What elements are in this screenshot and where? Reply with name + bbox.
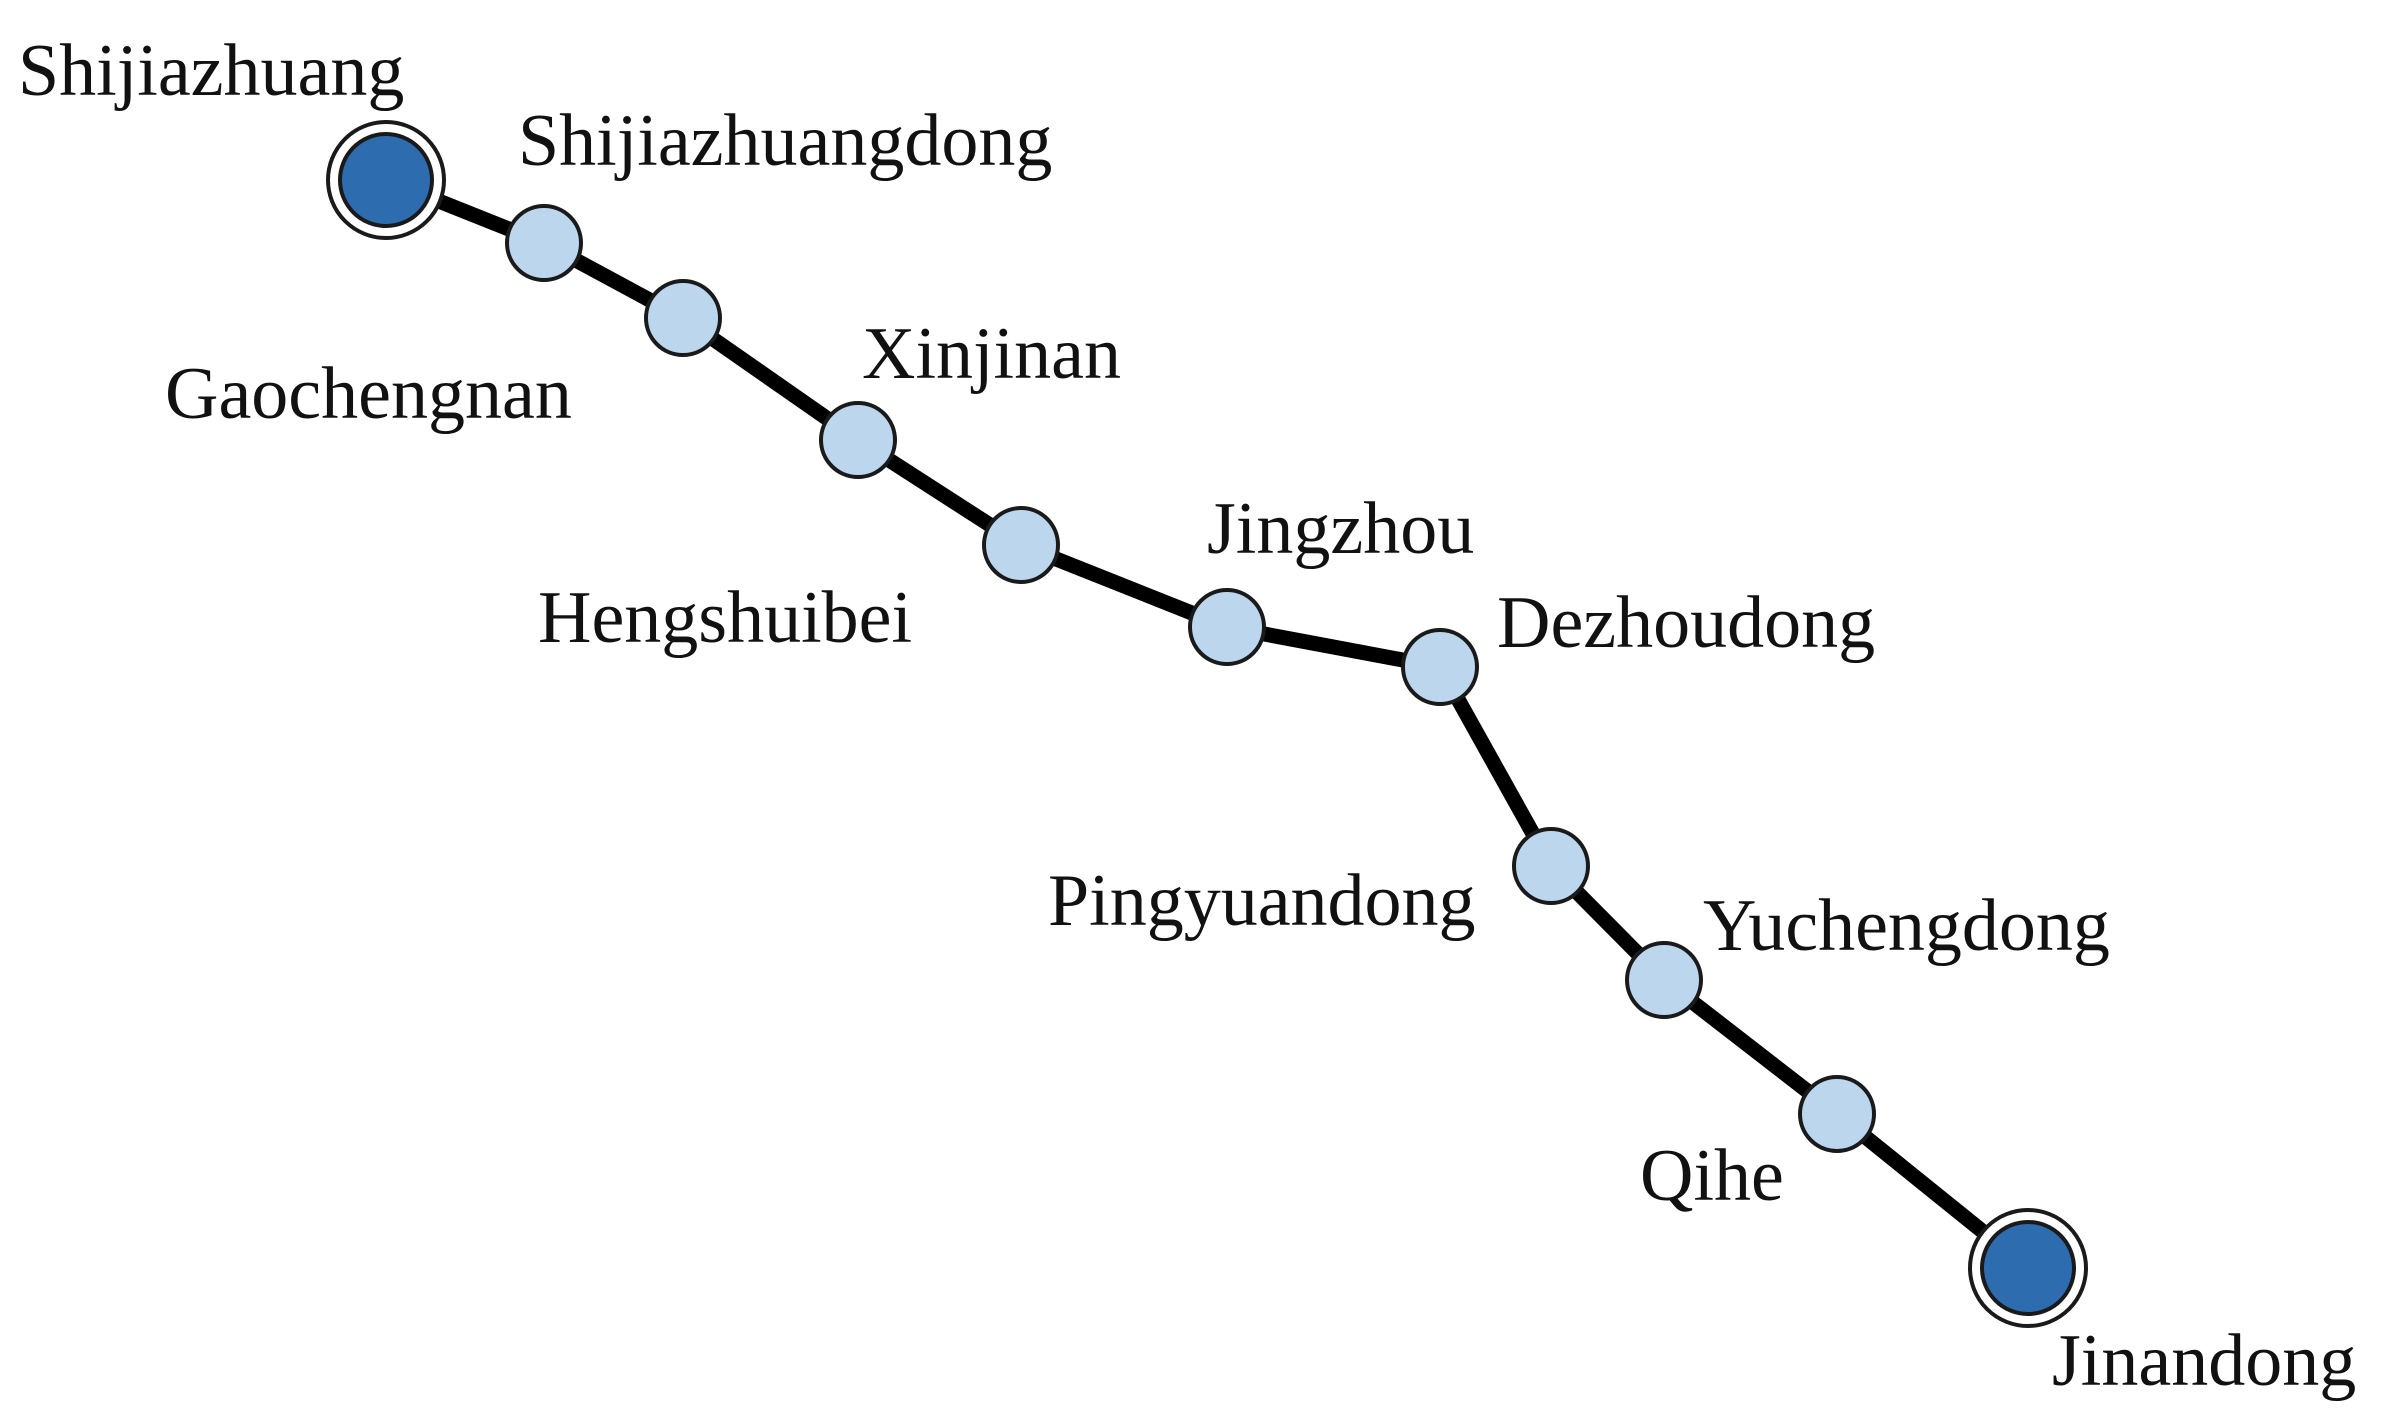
station-label-xinjinan: Xinjinan — [862, 313, 1121, 395]
station-label-qihe: Qihe — [1640, 1135, 1784, 1217]
station-icon — [982, 506, 1060, 584]
station-node-shijiazhuangdong — [505, 204, 583, 282]
station-labels: Shijiazhuang Shijiazhuangdong Gaochengna… — [18, 30, 2356, 1402]
station-node-pingyuandong — [1512, 827, 1590, 905]
station-node-hengshuibei — [982, 506, 1060, 584]
station-node-qihe — [1798, 1075, 1876, 1153]
station-label-pingyuandong: Pingyuandong — [1048, 860, 1476, 942]
station-icon — [1512, 827, 1590, 905]
station-label-jingzhou: Jingzhou — [1207, 488, 1474, 570]
station-node-jingzhou — [1188, 588, 1266, 666]
station-node-jinandong — [1968, 1208, 2088, 1328]
station-label-yuchengdong: Yuchengdong — [1703, 885, 2110, 967]
station-label-jinandong: Jinandong — [2052, 1320, 2356, 1402]
station-node-gaochengnan — [644, 279, 722, 357]
terminal-station-icon — [1980, 1220, 2076, 1316]
station-icon — [505, 204, 583, 282]
station-node-yuchengdong — [1625, 941, 1703, 1019]
station-nodes — [326, 120, 2088, 1328]
station-icon — [1401, 628, 1479, 706]
station-node-xinjinan — [819, 401, 897, 479]
station-icon — [1625, 941, 1703, 1019]
station-label-gaochengnan: Gaochengnan — [165, 353, 572, 435]
station-icon — [644, 279, 722, 357]
station-label-hengshuibei: Hengshuibei — [538, 577, 912, 659]
station-node-dezhoudong — [1401, 628, 1479, 706]
station-icon — [1188, 588, 1266, 666]
railway-line — [378, 172, 2036, 1276]
station-icon — [1798, 1075, 1876, 1153]
station-node-shijiazhuang — [326, 120, 446, 240]
station-icon — [819, 401, 897, 479]
station-label-shijiazhuangdong: Shijiazhuangdong — [518, 100, 1052, 182]
station-label-dezhoudong: Dezhoudong — [1497, 582, 1875, 664]
terminal-station-icon — [338, 132, 434, 228]
station-label-shijiazhuang: Shijiazhuang — [18, 30, 404, 112]
